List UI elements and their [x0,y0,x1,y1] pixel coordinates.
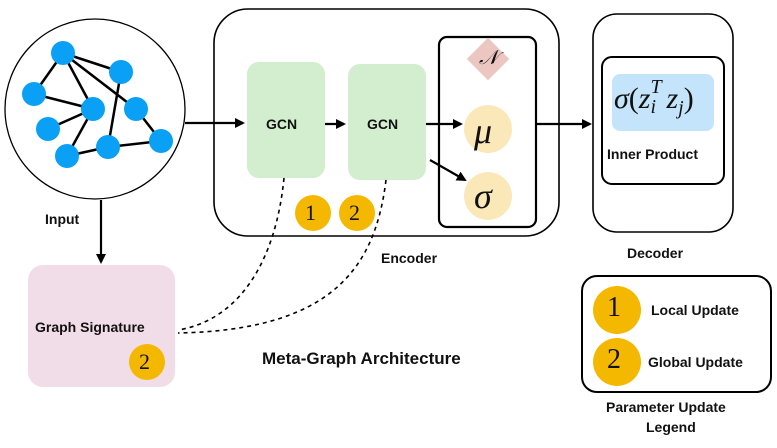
signature-badge [129,344,165,380]
graph-node [124,97,148,121]
legend-badge-2 [593,338,641,386]
inner-product-box [601,56,725,185]
mu-node [464,105,512,153]
mu-symbol: μ [474,111,493,151]
graph-node [109,60,133,84]
legend-badge-2-text: 2 [607,344,621,375]
graph-signature-label: Graph Signature [35,319,145,335]
input-graph-nodes [22,41,173,168]
badge-local-update-text: 1 [305,200,316,225]
legend-title-line1: Parameter Update [606,399,726,415]
gcn-layer-1-label: GCN [266,116,298,132]
graph-node [51,41,75,65]
legend-title-line2: Legend [646,419,696,435]
graph-node [81,97,105,121]
sigma-symbol: σ [474,176,492,216]
graph-node [36,117,60,141]
encoder-label: Encoder [381,250,438,266]
decoder-box [592,13,734,233]
encoder-box [213,8,560,237]
signature-link-gcn2 [177,179,387,334]
gcn-layer-2-label: GCN [367,116,399,132]
formula-transpose: T [650,76,662,98]
formula-open-paren: ( [628,82,639,115]
formula-z-j: z [666,82,679,115]
badge-global-update-text: 2 [349,200,360,225]
formula-z-i: z [638,82,651,115]
formula-background [612,74,714,131]
legend-badge-1 [593,286,641,334]
latent-box [437,35,538,229]
inner-product-label: Inner Product [607,146,699,162]
signature-badge-text: 2 [139,349,150,374]
input-label: Input [45,211,80,227]
normal-distribution-diamond [466,37,510,81]
graph-node [149,129,173,153]
badge-local-update [295,195,331,231]
graph-node [96,135,120,159]
gcn2-to-sigma-arrow [429,159,467,181]
normal-distribution-symbol: 𝒩 [479,47,499,69]
gcn-layer-1-box [247,62,325,178]
badge-global-update [339,195,375,231]
graph-node [55,144,79,168]
graph-node [22,82,46,106]
legend-item-global-update: Global Update [648,354,743,370]
formula-sigma: σ [614,82,629,115]
gcn-layer-2-box [348,64,426,180]
formula-close-paren: ) [683,82,694,115]
signature-link-gcn1 [177,177,285,331]
decoder-label: Decoder [627,245,684,261]
legend-badge-1-text: 1 [607,292,621,323]
graph-edge [62,52,137,110]
formula-sub-j: j [678,97,684,119]
formula-sub-i: i [650,96,657,118]
graph-edge [106,71,123,148]
sigma-node [464,172,512,220]
legend-box [581,275,772,393]
diagram-title: Meta-Graph Architecture [262,349,461,368]
legend-item-local-update: Local Update [651,302,739,318]
